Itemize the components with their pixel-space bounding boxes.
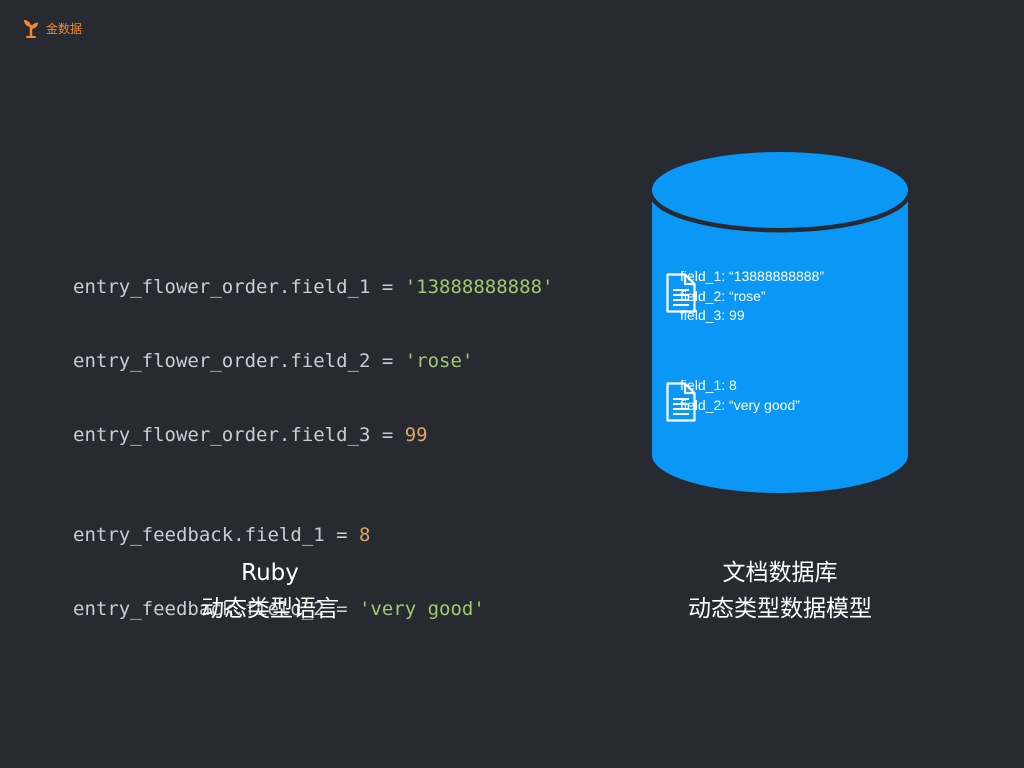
code-line: entry_flower_order.field_3 = 99 [73, 420, 553, 450]
code-lhs: entry_flower_order.field_1 = [73, 276, 405, 298]
caption-subtitle: 动态类型数据模型 [688, 596, 872, 622]
document-field: field_2: “very good” [680, 396, 800, 413]
code-string-literal: 'very good' [358, 598, 485, 620]
code-lhs: entry_flower_order.field_3 = [73, 424, 405, 446]
code-lhs: entry_flower_order.field_2 = [73, 350, 405, 372]
code-number-literal: 8 [358, 524, 371, 546]
code-line: entry_feedback.field_2 = 'very good' [73, 594, 553, 624]
sprout-logo-icon [22, 18, 40, 38]
code-line: entry_flower_order.field_1 = '1388888888… [73, 272, 553, 302]
code-lhs: entry_feedback.field_2 = [73, 598, 359, 620]
code-string-literal: '13888888888' [404, 276, 554, 298]
document-db-caption: 文档数据库 动态类型数据模型 [650, 556, 910, 626]
document-field: field_3: 99 [680, 307, 745, 323]
document-fields: field_1: “13888888888” field_2: “rose” f… [680, 267, 824, 326]
document-record: field_1: “13888888888” field_2: “rose” f… [666, 267, 824, 326]
code-number-literal: 99 [404, 424, 428, 446]
caption-title: 文档数据库 [722, 560, 838, 586]
database-cylinder-icon [649, 152, 912, 493]
caption-title: Ruby [241, 560, 299, 586]
brand-logo: 金数据 [22, 18, 82, 38]
brand-name: 金数据 [46, 21, 83, 36]
code-string-literal: 'rose' [404, 350, 474, 372]
code-lhs: entry_feedback.field_1 = [73, 524, 359, 546]
caption-subtitle: 动态类型语言 [201, 596, 339, 622]
document-field: field_1: 8 [680, 377, 737, 393]
code-line: entry_flower_order.field_2 = 'rose' [73, 346, 553, 376]
document-database-cylinder: field_1: “13888888888” field_2: “rose” f… [649, 150, 912, 495]
document-fields: field_1: 8 field_2: “very good” [680, 376, 800, 415]
ruby-caption: Ruby 动态类型语言 [165, 556, 375, 626]
code-line: entry_feedback.field_1 = 8 [73, 520, 553, 550]
document-record: field_1: 8 field_2: “very good” [666, 376, 800, 422]
ruby-code-block: entry_flower_order.field_1 = '1388888888… [73, 228, 553, 646]
document-field: field_2: “rose” [680, 287, 766, 304]
document-field: field_1: “13888888888” [680, 268, 825, 284]
